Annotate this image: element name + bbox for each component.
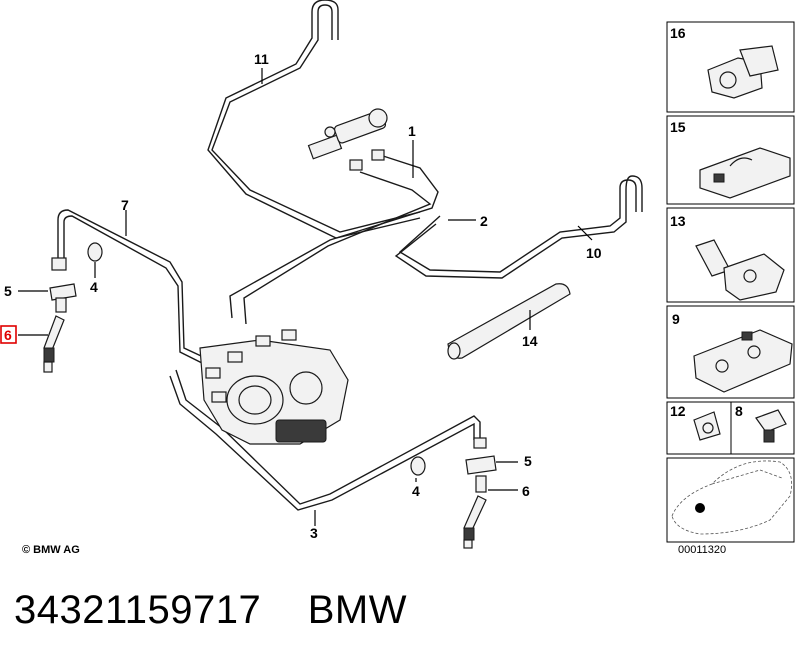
callout-4-left: 4: [90, 279, 98, 295]
callout-6-left-highlighted: 6: [4, 327, 12, 343]
panel-car-location: [666, 457, 795, 543]
brand-name: BMW: [307, 588, 407, 632]
callout-labels: 11 1 2 10 7 4 5 6 14 5 4 6 3: [0, 51, 602, 541]
callout-5-left: 5: [4, 283, 12, 299]
callout-10: 10: [586, 245, 602, 261]
panel-16-label: 16: [670, 25, 686, 41]
location-marker-icon: [695, 503, 705, 513]
panel-12-label: 12: [670, 403, 686, 419]
callout-3: 3: [310, 525, 318, 541]
left-fittings: [43, 242, 103, 373]
clip-15-icon: [699, 147, 791, 199]
panel-13-label: 13: [670, 213, 686, 229]
clip-8-icon: [755, 409, 787, 443]
abs-hydraulic-unit: [199, 329, 349, 445]
callout-7: 7: [121, 197, 129, 213]
callout-5-bottom: 5: [524, 453, 532, 469]
document-number: 00011320: [678, 544, 726, 556]
highlight-box: [0, 325, 17, 344]
brake-pipe-network: [57, 0, 643, 511]
bottom-fittings: [410, 437, 497, 549]
panel-8-label: 8: [735, 403, 743, 419]
clip-12-icon: [693, 411, 721, 441]
car-outline-icon: [671, 460, 793, 535]
master-cylinder-fitting: [307, 108, 388, 171]
clip-9-icon: [693, 329, 793, 393]
detail-panels: 16 15 13 9: [666, 21, 795, 556]
callout-11: 11: [254, 51, 269, 67]
callout-1: 1: [408, 123, 416, 139]
clip-16-icon: [707, 45, 779, 99]
clip-13-icon: [695, 239, 785, 301]
copyright-text: © BMW AG: [22, 544, 80, 556]
caption: 34321159717 BMW: [14, 588, 407, 633]
callout-14: 14: [522, 333, 538, 349]
panel-9-label: 9: [672, 311, 680, 327]
callout-2: 2: [480, 213, 488, 229]
callout-4-bottom: 4: [412, 483, 420, 499]
panel-15-label: 15: [670, 119, 686, 135]
protective-hose: [447, 283, 571, 360]
leader-lines: [18, 68, 593, 526]
parts-diagram: 11 1 2 10 7 4 5 6 14 5 4 6 3 © BMW AG 16…: [0, 0, 795, 556]
callout-6-bottom: 6: [522, 483, 530, 499]
part-number: 34321159717: [14, 588, 262, 632]
